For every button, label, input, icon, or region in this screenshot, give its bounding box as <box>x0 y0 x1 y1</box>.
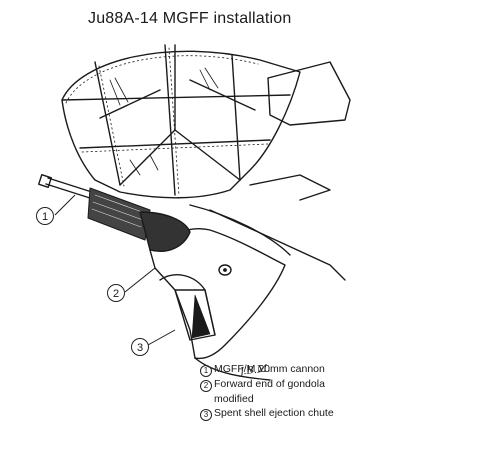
gondola-illustration <box>149 228 286 381</box>
callout-3: 3 <box>131 338 149 356</box>
legend-text-continued: modified <box>214 393 254 405</box>
legend-text: Forward end of gondola <box>214 378 325 390</box>
side-window-illustration <box>267 61 351 126</box>
callout-2: 2 <box>107 284 125 302</box>
legend-text: MGFF/M 20mm cannon <box>214 363 325 375</box>
cannon-illustration <box>37 173 191 269</box>
cockpit-canopy-illustration <box>61 44 301 199</box>
legend-number: 2 <box>200 380 212 392</box>
legend-number: 3 <box>200 409 212 421</box>
legend-number: 1 <box>200 365 212 377</box>
diagram-title: Ju88A-14 MGFF installation <box>88 10 292 27</box>
legend-text: Spent shell ejection chute <box>214 407 334 419</box>
callout-1: 1 <box>36 207 54 225</box>
